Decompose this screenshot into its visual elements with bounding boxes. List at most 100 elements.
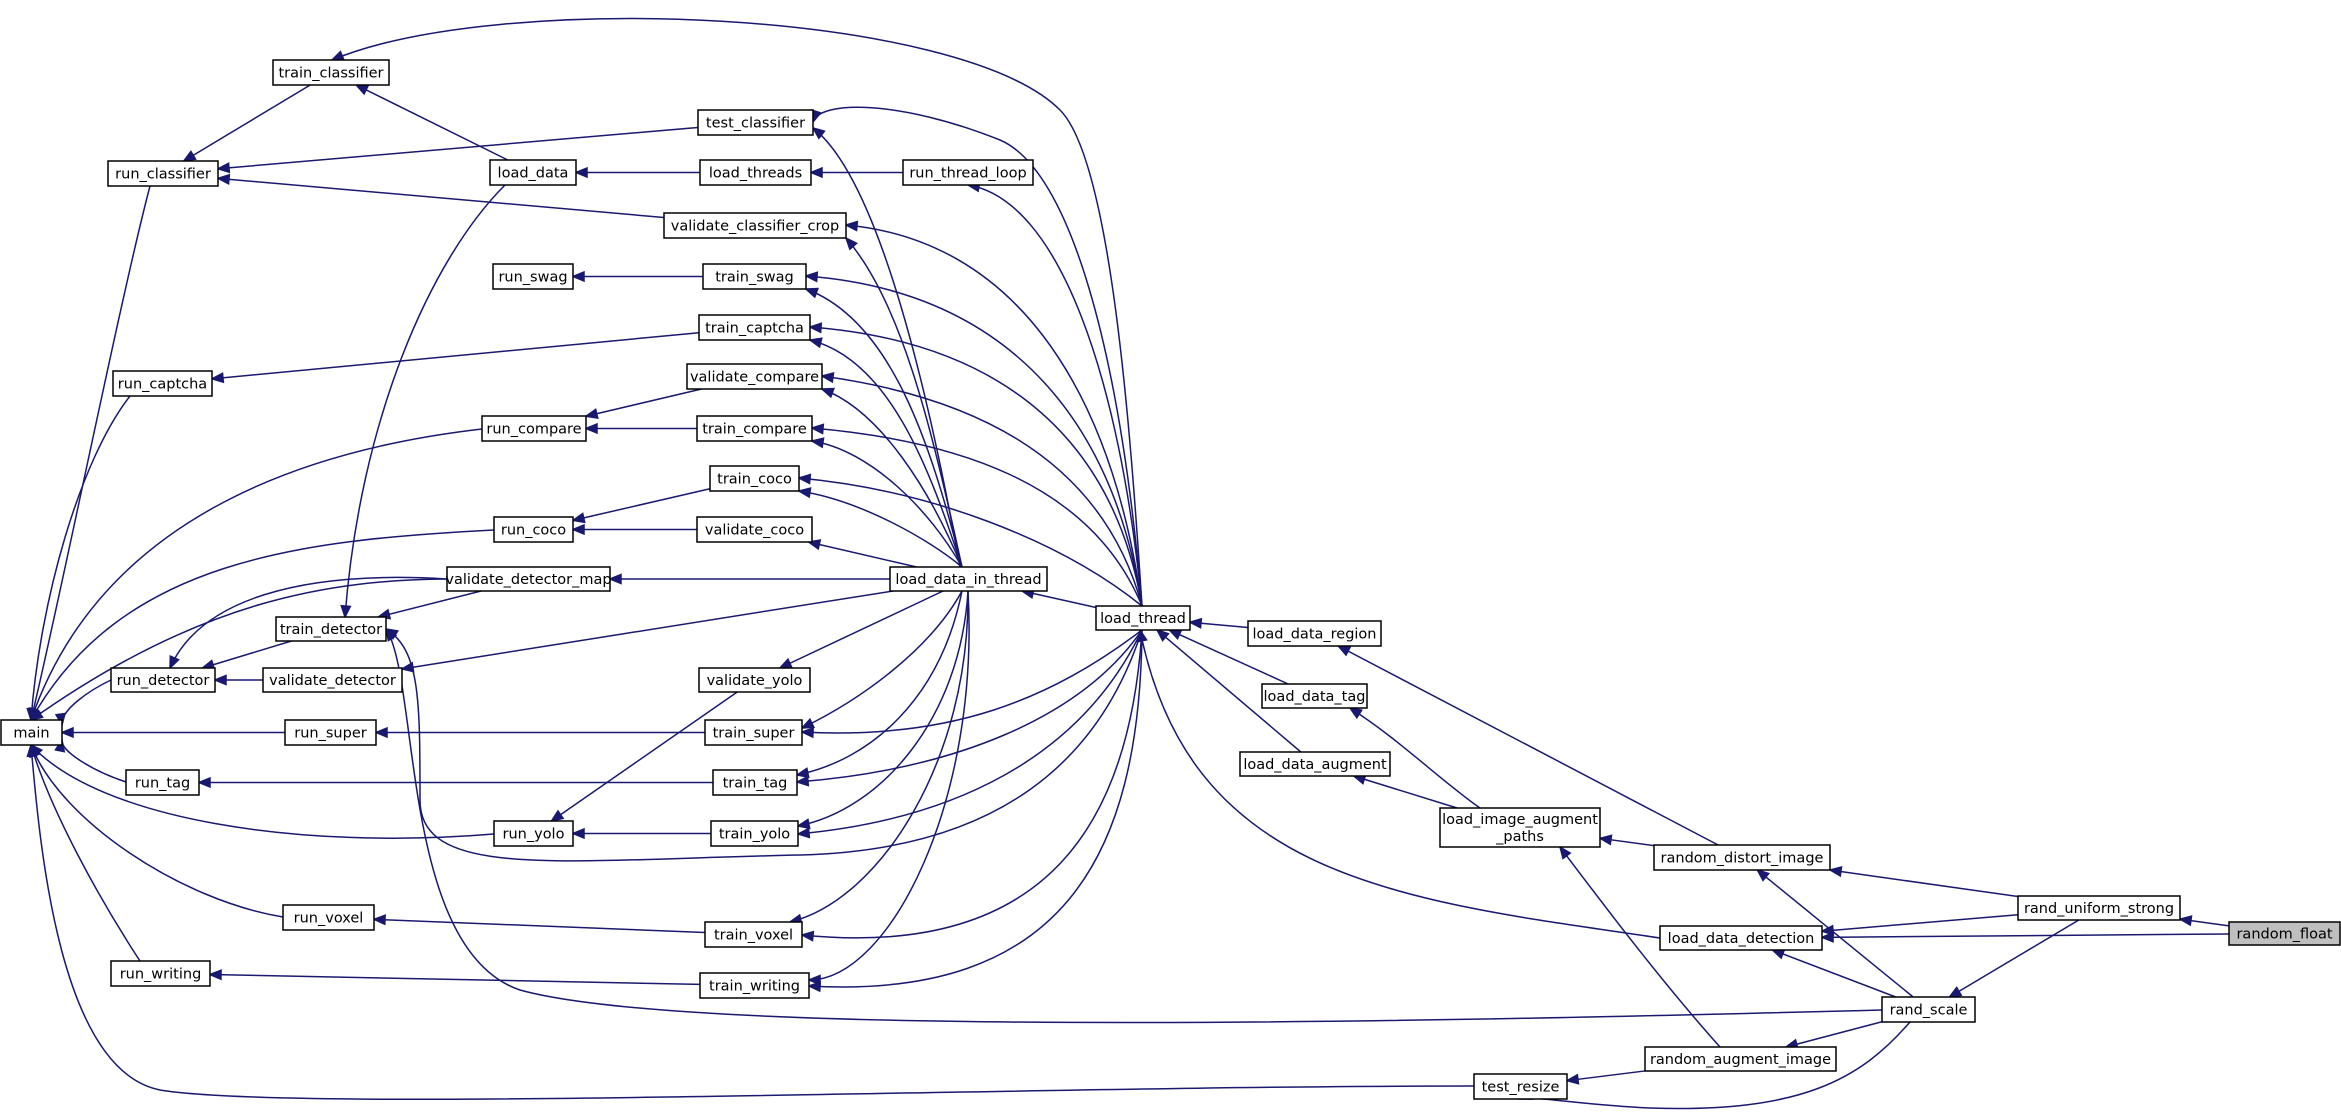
node-train_yolo[interactable]: train_yolo <box>710 820 799 847</box>
node-validate_detector[interactable]: validate_detector <box>262 667 403 693</box>
edge-line <box>845 237 963 568</box>
node-validate_compare[interactable]: validate_compare <box>686 363 823 390</box>
node-run_writing[interactable]: run_writing <box>110 960 211 987</box>
nodes-layer: random_float rand_uniform_strong random_di… <box>0 59 2341 1100</box>
node-label: test_resize <box>1482 1080 1560 1096</box>
node-box <box>696 415 813 442</box>
node-rand_uniform_strong[interactable]: rand_uniform_strong <box>2017 895 2181 921</box>
node-random_float[interactable]: random_float <box>2228 921 2341 946</box>
node-load_image_augment_paths[interactable]: load_image_augment_paths <box>1439 807 1601 848</box>
edge-rand_uniform_strong-to-rand_scale <box>1947 919 2080 999</box>
node-validate_yolo[interactable]: validate_yolo <box>698 667 811 693</box>
node-train_tag[interactable]: train_tag <box>712 769 798 796</box>
node-test_classifier[interactable]: test_classifier <box>697 109 814 136</box>
edge-arrowhead <box>800 930 815 942</box>
node-run_captcha[interactable]: run_captcha <box>112 370 213 397</box>
edge-arrowhead <box>571 270 585 283</box>
node-run_detector[interactable]: run_detector <box>110 667 216 693</box>
node-label: validate_coco <box>705 523 804 539</box>
node-train_coco[interactable]: train_coco <box>709 465 800 492</box>
node-run_classifier[interactable]: run_classifier <box>107 160 219 187</box>
node-label: train_tag <box>723 776 788 792</box>
edge-arrowhead <box>808 337 823 349</box>
edge-arrowhead <box>28 743 40 758</box>
edge-line <box>1139 629 1661 939</box>
node-train_super[interactable]: train_super <box>704 719 803 746</box>
node-load_data_region[interactable]: load_data_region <box>1247 620 1382 647</box>
node-train_compare[interactable]: train_compare <box>696 415 813 442</box>
edge-arrowhead <box>340 604 352 619</box>
node-test_resize[interactable]: test_resize <box>1473 1073 1568 1100</box>
edge-train_detector-to-run_detector <box>200 640 292 670</box>
edge-arrowhead <box>796 827 811 839</box>
node-label: run_classifier <box>115 167 211 183</box>
edge-arrowhead <box>1770 948 1786 960</box>
node-label: run_captcha <box>118 377 207 393</box>
edge-validate_detector-to-run_detector <box>213 674 263 686</box>
edge-train_voxel-to-run_voxel <box>372 914 706 934</box>
node-load_data_augment[interactable]: load_data_augment <box>1239 751 1391 777</box>
edge-arrowhead <box>571 512 586 524</box>
node-load_thread[interactable]: load_thread <box>1095 605 1191 631</box>
node-label: train_detector <box>280 622 382 638</box>
node-rand_scale[interactable]: rand_scale <box>1881 996 1976 1023</box>
node-random_distort_image[interactable]: random_distort_image <box>1653 844 1831 871</box>
edge-load_data_in_thread-to-test_classifier <box>811 126 961 568</box>
edge-random_distort_image-to-load_image_augment_paths <box>1598 834 1655 847</box>
edge-load_data_in_thread-to-validate_yolo <box>778 590 944 669</box>
edge-line <box>30 185 151 721</box>
node-run_thread_loop[interactable]: run_thread_loop <box>902 159 1034 186</box>
node-box <box>1239 751 1391 777</box>
edge-load_thread-to-train_detector <box>384 627 1143 862</box>
edge-line <box>30 395 131 721</box>
node-load_data_tag[interactable]: load_data_tag <box>1261 683 1368 709</box>
edge-arrowhead <box>29 708 44 722</box>
node-label: test_classifier <box>706 116 805 132</box>
node-train_writing[interactable]: train_writing <box>699 972 810 999</box>
node-run_compare[interactable]: run_compare <box>481 415 587 442</box>
edge-line <box>1353 775 1458 809</box>
node-run_tag[interactable]: run_tag <box>125 769 200 796</box>
node-box <box>1261 683 1368 709</box>
node-run_coco[interactable]: run_coco <box>493 516 574 543</box>
node-label: load_data_in_thread <box>895 572 1041 588</box>
node-train_captcha[interactable]: train_captcha <box>698 314 811 341</box>
edge-line <box>808 541 917 568</box>
node-box <box>663 212 847 239</box>
edge-load_data_in_thread-to-validate_classifier_crop <box>844 236 963 568</box>
edge-random_augment_image-to-load_image_augment_paths <box>1558 845 1721 1048</box>
edge-line <box>183 84 311 162</box>
node-run_voxel[interactable]: run_voxel <box>282 904 375 931</box>
node-validate_coco[interactable]: validate_coco <box>696 516 813 543</box>
edge-train_coco-to-run_coco <box>571 488 711 524</box>
node-train_swag[interactable]: train_swag <box>702 263 807 290</box>
edge-rand_uniform_strong-to-random_distort_image <box>1828 866 2019 898</box>
node-validate_detector_map[interactable]: validate_detector_map <box>445 566 612 592</box>
node-load_data_detection[interactable]: load_data_detection <box>1659 925 1823 951</box>
node-run_swag[interactable]: run_swag <box>492 263 574 290</box>
edge-line <box>331 17 1143 607</box>
node-load_data[interactable]: load_data <box>489 159 577 186</box>
node-train_classifier[interactable]: train_classifier <box>272 59 390 86</box>
node-run_yolo[interactable]: run_yolo <box>493 820 574 847</box>
node-box <box>1439 807 1601 848</box>
node-main[interactable]: main <box>0 719 63 746</box>
edge-run_super-to-main <box>60 726 285 739</box>
node-validate_classifier_crop[interactable]: validate_classifier_crop <box>663 212 847 239</box>
node-box <box>1644 1046 1837 1072</box>
node-label: random_augment_image <box>1650 1052 1831 1068</box>
node-train_voxel[interactable]: train_voxel <box>704 921 803 948</box>
node-train_detector[interactable]: train_detector <box>275 616 387 642</box>
edge-line <box>1821 933 2230 939</box>
node-load_threads[interactable]: load_threads <box>699 159 812 186</box>
node-label: load_thread <box>1100 611 1186 627</box>
node-run_super[interactable]: run_super <box>284 719 377 746</box>
edge-arrowhead <box>374 726 388 739</box>
edge-load_data_in_thread-to-validate_compare <box>820 387 963 568</box>
edge-line <box>1156 629 1302 753</box>
edge-arrowhead <box>1828 866 1843 878</box>
node-random_augment_image[interactable]: random_augment_image <box>1644 1046 1837 1072</box>
edge-arrowhead <box>372 914 386 926</box>
edge-load_threads-to-load_data <box>574 166 700 179</box>
node-load_data_in_thread[interactable]: load_data_in_thread <box>889 566 1048 592</box>
